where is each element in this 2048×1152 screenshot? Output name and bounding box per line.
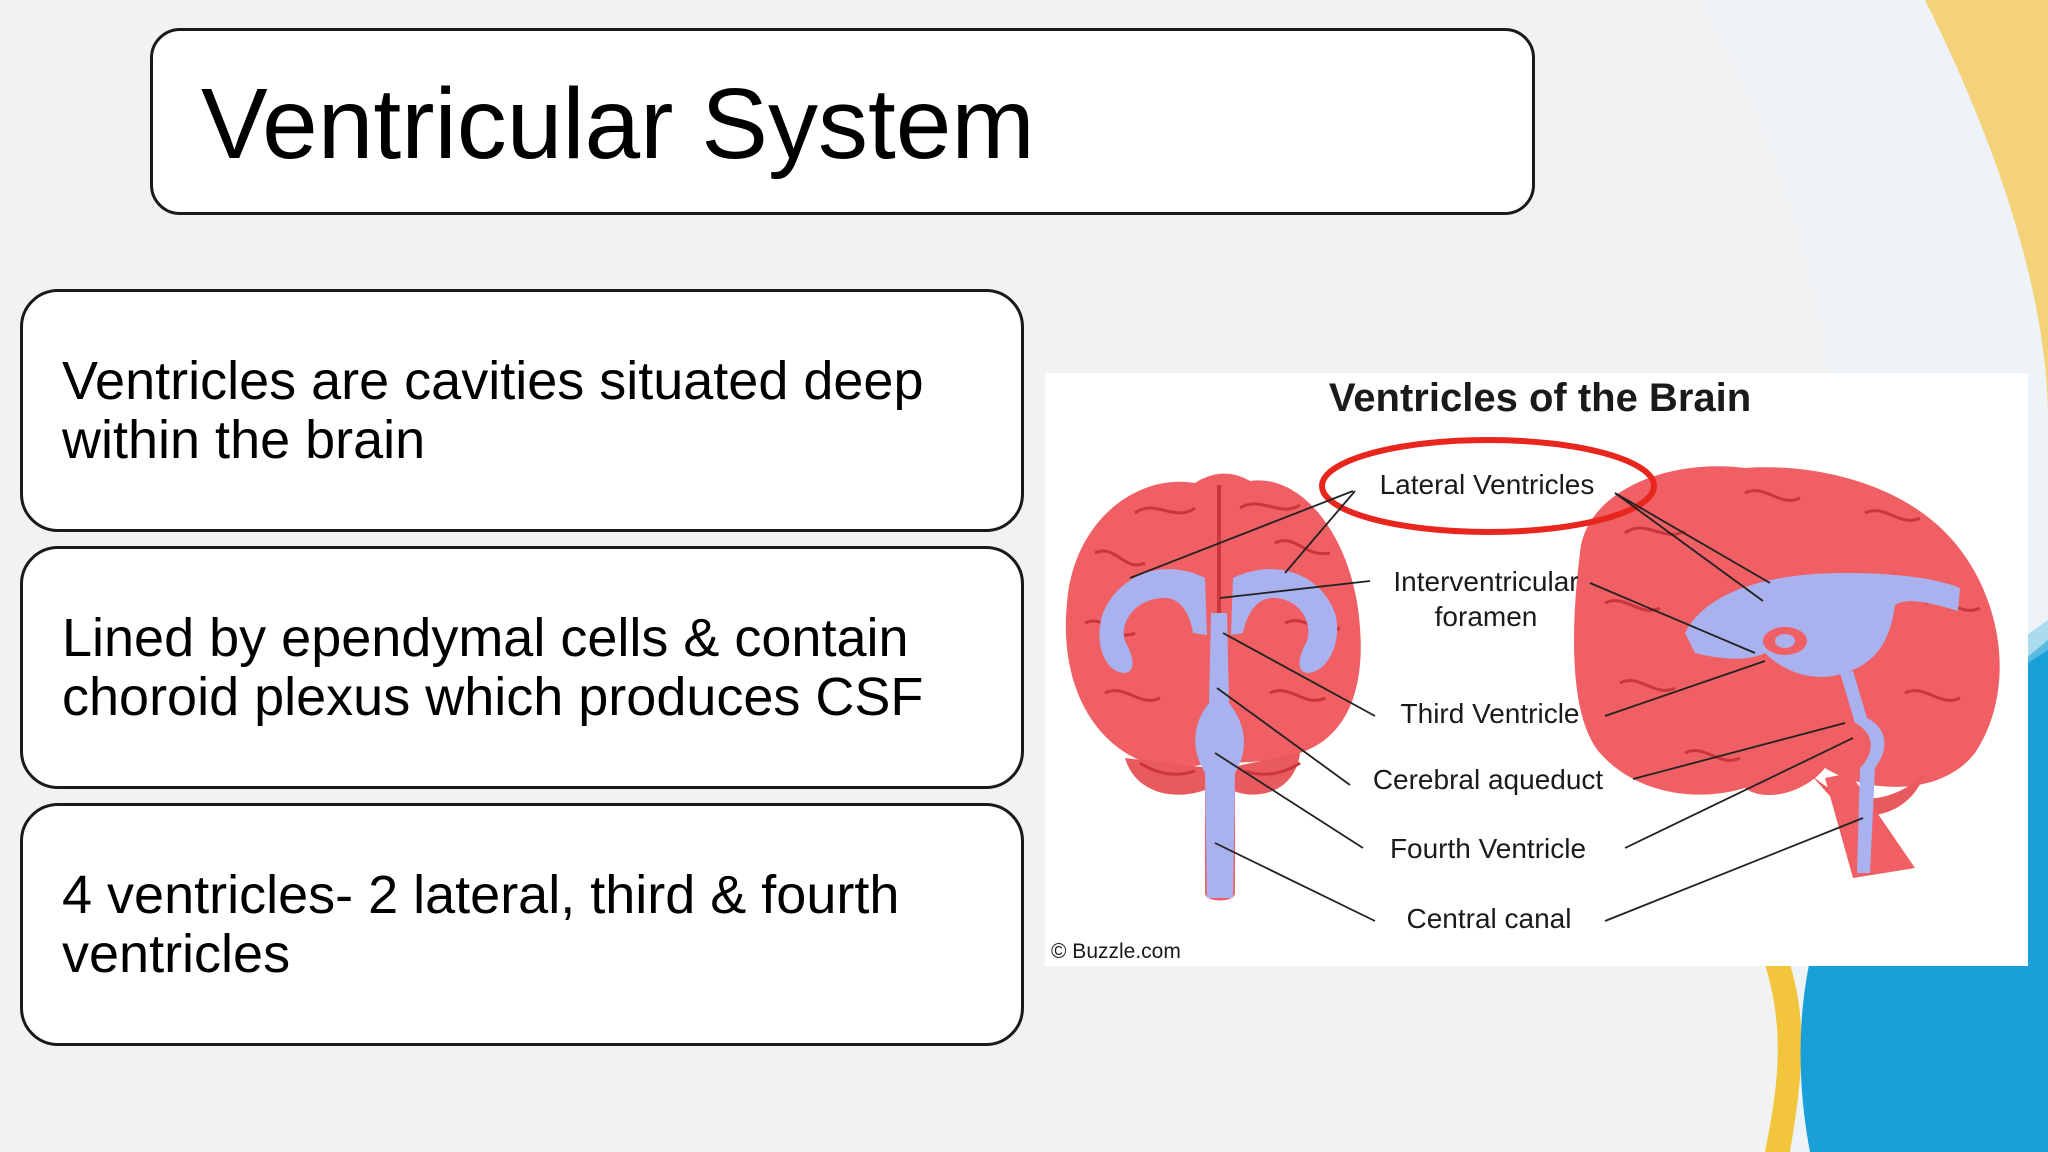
- label-central-canal: Central canal: [1407, 903, 1572, 934]
- bullet-box-1: Ventricles are cavities situated deep wi…: [20, 289, 1024, 532]
- credit-text: © Buzzle.com: [1051, 940, 1181, 963]
- bullet-text: 4 ventricles- 2 lateral, third & fourth …: [62, 865, 900, 984]
- label-lateral-ventricles: Lateral Ventricles: [1380, 469, 1595, 500]
- bullet-box-2: Lined by ependymal cells & contain choro…: [20, 546, 1024, 789]
- leader-lines: [1129, 490, 1864, 922]
- label-cerebral-aqueduct: Cerebral aqueduct: [1373, 764, 1604, 795]
- ventricles-diagram: Ventricles of the Brain: [1045, 373, 2028, 966]
- title-box: Ventricular System: [150, 28, 1535, 215]
- highlight-ring: [1319, 437, 1657, 535]
- diagram-title: Ventricles of the Brain: [1329, 376, 1751, 420]
- bullet-box-3: 4 ventricles- 2 lateral, third & fourth …: [20, 803, 1024, 1046]
- sagittal-brain-illustration: [1574, 466, 2000, 878]
- yellow-wave: [1925, 0, 2048, 420]
- label-interventricular-foramen: Interventricular: [1393, 566, 1578, 597]
- coronal-brain-illustration: [1065, 473, 1361, 901]
- bullet-text: Ventricles are cavities situated deep wi…: [62, 351, 924, 470]
- slide-title: Ventricular System: [201, 68, 1035, 180]
- label-third-ventricle: Third Ventricle: [1401, 698, 1580, 729]
- bullet-text: Lined by ependymal cells & contain choro…: [62, 608, 924, 727]
- label-interventricular-foramen-2: foramen: [1435, 601, 1538, 632]
- label-fourth-ventricle: Fourth Ventricle: [1390, 833, 1586, 864]
